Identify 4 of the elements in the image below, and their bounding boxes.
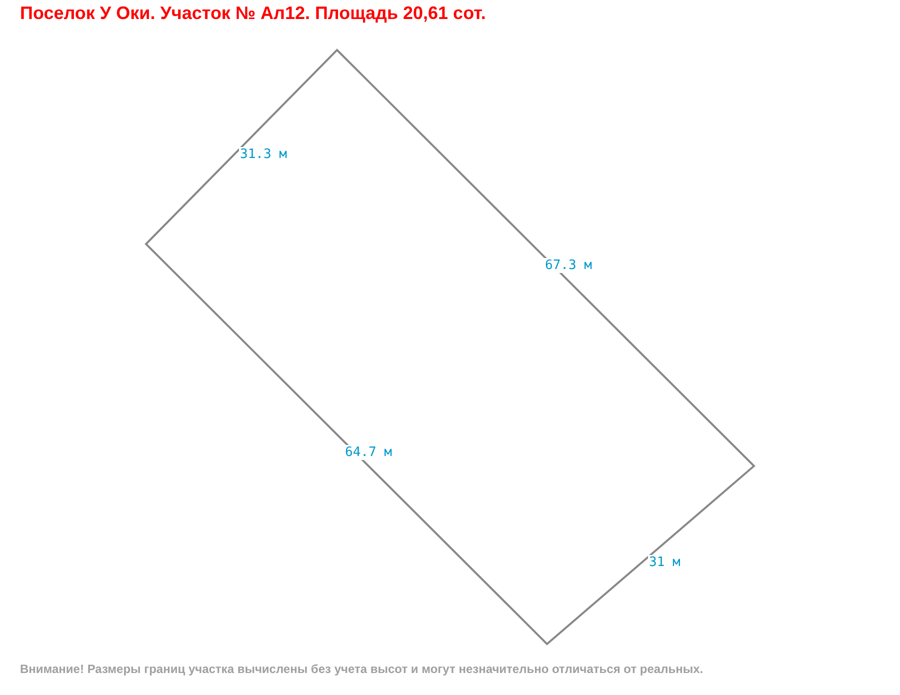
warning-note: Внимание! Размеры границ участка вычислены без учета высот и могут незначительно отличаться от реальных. bbox=[20, 662, 704, 676]
plan-title: Поселок У Оки. Участок № Ал12. Площадь 20,61 сот. bbox=[20, 3, 486, 24]
dimension-label: 67.3 м bbox=[544, 258, 593, 273]
dimension-label: 64.7 м bbox=[344, 445, 393, 460]
